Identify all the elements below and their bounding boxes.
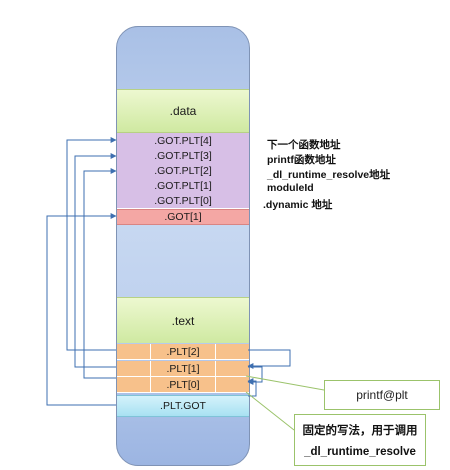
arrow-plt1-to-gotplt3 xyxy=(74,153,117,368)
plt-1: .PLT[1] xyxy=(117,361,249,377)
fixed-callout-pointer xyxy=(245,391,295,431)
got-plt-4: .GOT.PLT[4] xyxy=(117,133,249,149)
fixed-code-line1: 固定的写法，用于调用 xyxy=(302,425,418,437)
arrow-pltgot-to-plt0 xyxy=(247,378,257,397)
got-plt-2-label: .GOT.PLT[2] xyxy=(154,164,212,177)
plt-0-cell-left xyxy=(117,377,151,392)
plt-got-label: .PLT.GOT xyxy=(160,400,206,412)
annotation-printf-address: printf函数地址 xyxy=(267,154,336,166)
got-plt-1-label: .GOT.PLT[1] xyxy=(154,179,212,192)
got-1-label: .GOT[1] xyxy=(164,211,202,223)
plt-got: .PLT.GOT xyxy=(117,395,249,417)
plt-0-cell-right xyxy=(215,377,249,392)
plt-2-cell-left xyxy=(117,344,151,359)
plt-2: .PLT[2] xyxy=(117,344,249,360)
got-plt-0-label: .GOT.PLT[0] xyxy=(154,194,212,207)
plt-1-label: .PLT[1] xyxy=(166,362,200,375)
fixed-code-callout: 固定的写法，用于调用 _dl_runtime_resolve xyxy=(294,414,426,466)
printf-plt-label: printf@plt xyxy=(356,388,408,402)
memory-layout: .data .GOT.PLT[4] .GOT.PLT[3] .GOT.PLT[2… xyxy=(116,26,250,466)
got-plt-4-label: .GOT.PLT[4] xyxy=(154,134,212,147)
annotation-next-function: 下一个函数地址 xyxy=(267,139,341,151)
printf-plt-callout: printf@plt xyxy=(324,380,440,410)
data-section: .data xyxy=(117,89,249,133)
arrow-plt2-to-gotplt4 xyxy=(66,137,117,351)
loop-plt2-right xyxy=(247,349,291,369)
annotation-dl-runtime-resolve: _dl_runtime_resolve地址 xyxy=(267,169,391,181)
plt-2-cell-right xyxy=(215,344,249,359)
arrow-pltgot-to-got1 xyxy=(46,213,117,406)
annotation-module-id: moduleId xyxy=(267,182,314,194)
text-section: .text xyxy=(117,297,249,343)
plt-2-label: .PLT[2] xyxy=(166,345,200,358)
loop-plt1-right xyxy=(247,366,263,385)
got-plt-0: .GOT.PLT[0] xyxy=(117,193,249,209)
fixed-code-line2: _dl_runtime_resolve xyxy=(304,446,416,458)
plt-1-cell-right xyxy=(215,361,249,376)
plt-0: .PLT[0] xyxy=(117,377,249,393)
got-plt-3: .GOT.PLT[3] xyxy=(117,148,249,164)
plt-0-label: .PLT[0] xyxy=(166,378,200,391)
got-1: .GOT[1] xyxy=(117,209,249,225)
plt-1-cell-left xyxy=(117,361,151,376)
arrow-plt0-to-gotplt2 xyxy=(83,168,117,379)
text-section-label: .text xyxy=(171,313,195,328)
got-plt-1: .GOT.PLT[1] xyxy=(117,178,249,194)
annotation-dynamic-address: .dynamic 地址 xyxy=(263,199,333,211)
data-section-label: .data xyxy=(169,104,197,118)
printf-callout-pointer xyxy=(245,375,325,391)
got-plt-3-label: .GOT.PLT[3] xyxy=(154,149,212,162)
